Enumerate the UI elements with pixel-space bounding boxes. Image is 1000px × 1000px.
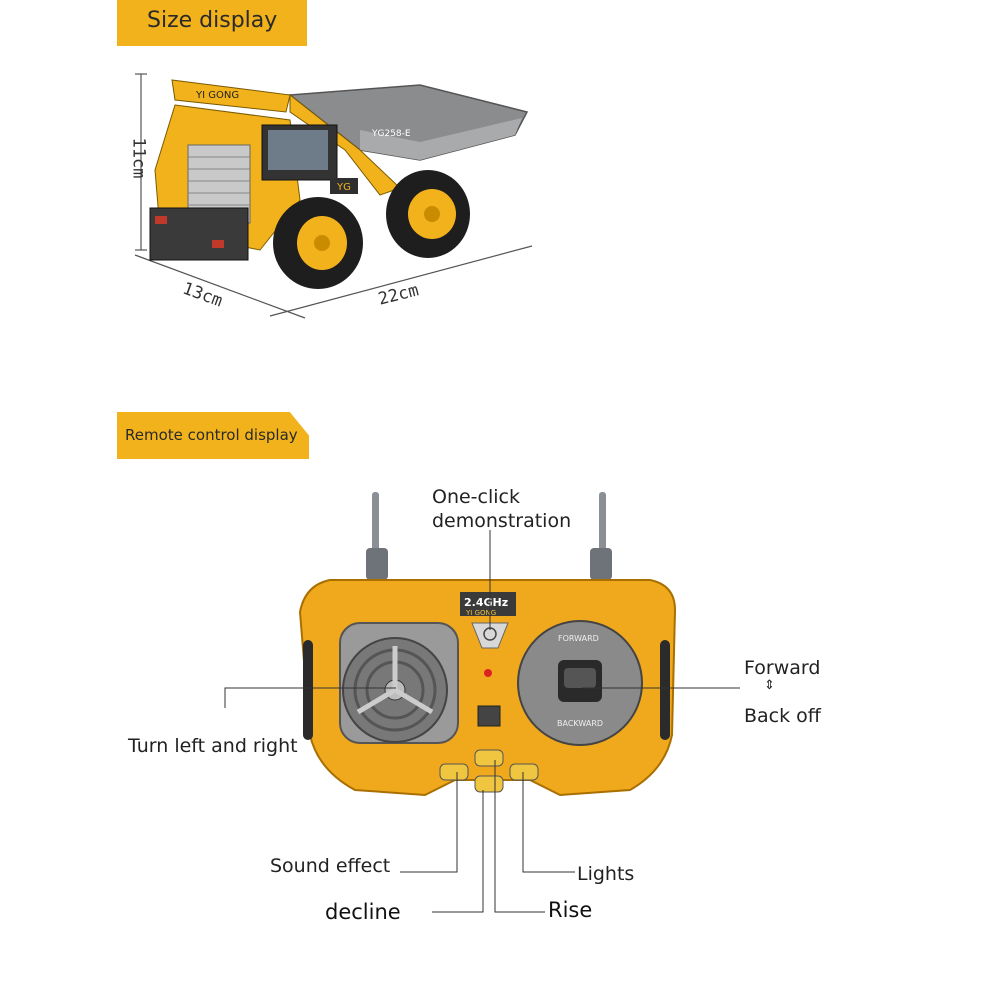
rise-label: Rise: [548, 898, 593, 922]
mode-switch[interactable]: [477, 705, 501, 727]
truck-model-text: YG258-E: [371, 129, 411, 139]
sound-effect-label: Sound effect: [270, 855, 391, 877]
rise-button[interactable]: [474, 749, 504, 767]
power-led: [484, 669, 492, 677]
forward-back-arrow-icon: ⇕: [764, 678, 775, 693]
callout-lines: [224, 530, 740, 913]
steering-dial[interactable]: [339, 622, 459, 744]
remote-freq-text: 2.4GHz: [464, 596, 508, 609]
rear-wheel: [386, 170, 470, 258]
backward-text: BACKWARD: [557, 719, 603, 728]
forward-text: FORWARD: [558, 634, 599, 643]
demo-label: One-click demonstration: [432, 486, 572, 532]
remote-brand-text: YI GONG: [465, 609, 496, 617]
sound-button[interactable]: [439, 763, 469, 781]
forward-label: Forward: [744, 657, 821, 679]
height-dimension: 11cm: [128, 137, 149, 179]
remote-display-tab: Remote control display: [117, 412, 309, 459]
back-off-label: Back off: [744, 705, 821, 727]
remote-antennas: [366, 492, 612, 580]
size-display-title: Size display: [147, 8, 278, 33]
decline-button[interactable]: [474, 775, 504, 793]
throttle-dial[interactable]: FORWARD BACKWARD: [517, 620, 643, 746]
remote-display-title: Remote control display: [125, 426, 298, 444]
dimension-lines: [134, 73, 533, 319]
lights-label: Lights: [577, 863, 635, 885]
size-display-tab: Size display: [117, 0, 307, 46]
front-wheel: [273, 197, 363, 289]
decline-label: decline: [325, 900, 401, 924]
turn-label: Turn left and right: [128, 735, 298, 757]
truck-brand-text: YI GONG: [195, 90, 239, 101]
truck-badge-text: YG: [336, 182, 351, 193]
demo-button[interactable]: [471, 622, 509, 649]
lights-button[interactable]: [509, 763, 539, 781]
